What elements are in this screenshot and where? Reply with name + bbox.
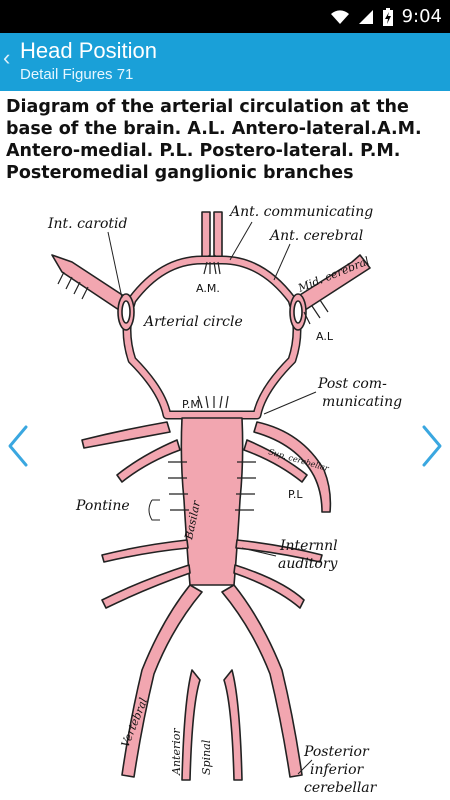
prev-figure-icon[interactable] bbox=[6, 424, 30, 468]
ant-cerebral-right-artery bbox=[213, 211, 223, 263]
label-internal-auditory-2: auditory bbox=[278, 556, 339, 572]
post-cerebral-right-artery bbox=[253, 421, 332, 513]
int-carotid-right-lumen bbox=[293, 300, 303, 324]
label-spinal: Spinal bbox=[200, 739, 213, 775]
label-post-communicating-1: Post com- bbox=[317, 376, 387, 392]
action-bar: ‹ Head Position Detail Figures 71 bbox=[0, 33, 450, 91]
label-pl: P.L bbox=[288, 488, 303, 501]
label-pontine: Pontine bbox=[75, 498, 130, 514]
figure-description: Diagram of the arterial circulation at t… bbox=[6, 97, 422, 183]
ant-inf-cerebellar-left-artery bbox=[101, 564, 191, 609]
battery-charging-icon bbox=[382, 7, 393, 26]
label-internal-auditory-1: Internnl bbox=[279, 538, 338, 554]
label-ant-communicating: Ant. communicating bbox=[228, 204, 373, 220]
sup-cerebellar-right-artery bbox=[243, 439, 308, 483]
label-int-carotid: Int. carotid bbox=[47, 216, 127, 232]
arterial-circle-diagram: Int. carotid Ant. communicating Ant. cer… bbox=[47, 204, 402, 796]
label-pm: P.M. bbox=[182, 398, 203, 411]
label-al: A.L bbox=[316, 330, 334, 343]
wifi-icon bbox=[330, 9, 349, 24]
label-am: A.M. bbox=[196, 282, 220, 295]
anterior-spinal-left-artery bbox=[181, 669, 201, 781]
status-time: 9:04 bbox=[401, 6, 442, 27]
arterial-circle bbox=[124, 257, 300, 418]
next-figure-icon[interactable] bbox=[420, 424, 444, 468]
label-post-communicating-2: municating bbox=[322, 394, 402, 410]
sup-cerebellar-left-artery bbox=[116, 439, 181, 483]
leader-lines bbox=[107, 221, 317, 775]
post-cerebral-left-artery bbox=[81, 421, 171, 449]
label-posterior-inferior-2: inferior bbox=[310, 762, 365, 778]
back-chevron-icon[interactable]: ‹ bbox=[3, 45, 11, 70]
page-title: Head Position bbox=[20, 38, 157, 63]
label-anterior: Anterior bbox=[170, 728, 183, 776]
ant-cerebral-left-artery bbox=[201, 211, 211, 263]
internal-auditory-left-artery bbox=[101, 539, 189, 563]
vertebral-right-artery bbox=[221, 584, 303, 778]
signal-icon bbox=[358, 9, 373, 24]
vertebral-left-artery bbox=[121, 584, 203, 778]
page-subtitle: Detail Figures 71 bbox=[20, 66, 134, 83]
internal-auditory-right-artery bbox=[235, 539, 323, 563]
label-arterial-circle: Arterial circle bbox=[142, 314, 243, 330]
anterior-spinal-right-artery bbox=[223, 669, 243, 781]
ganglionic-branches bbox=[57, 261, 329, 511]
int-carotid-left-lumen bbox=[121, 300, 131, 324]
label-posterior-inferior-1: Posterior bbox=[303, 744, 370, 760]
ant-inf-cerebellar-right-artery bbox=[233, 564, 305, 609]
status-bar: 9:04 bbox=[0, 0, 450, 33]
label-posterior-inferior-3: cerebellar bbox=[304, 780, 378, 796]
label-ant-cerebral: Ant. cerebral bbox=[268, 228, 363, 244]
status-icons: 9:04 bbox=[330, 0, 442, 33]
